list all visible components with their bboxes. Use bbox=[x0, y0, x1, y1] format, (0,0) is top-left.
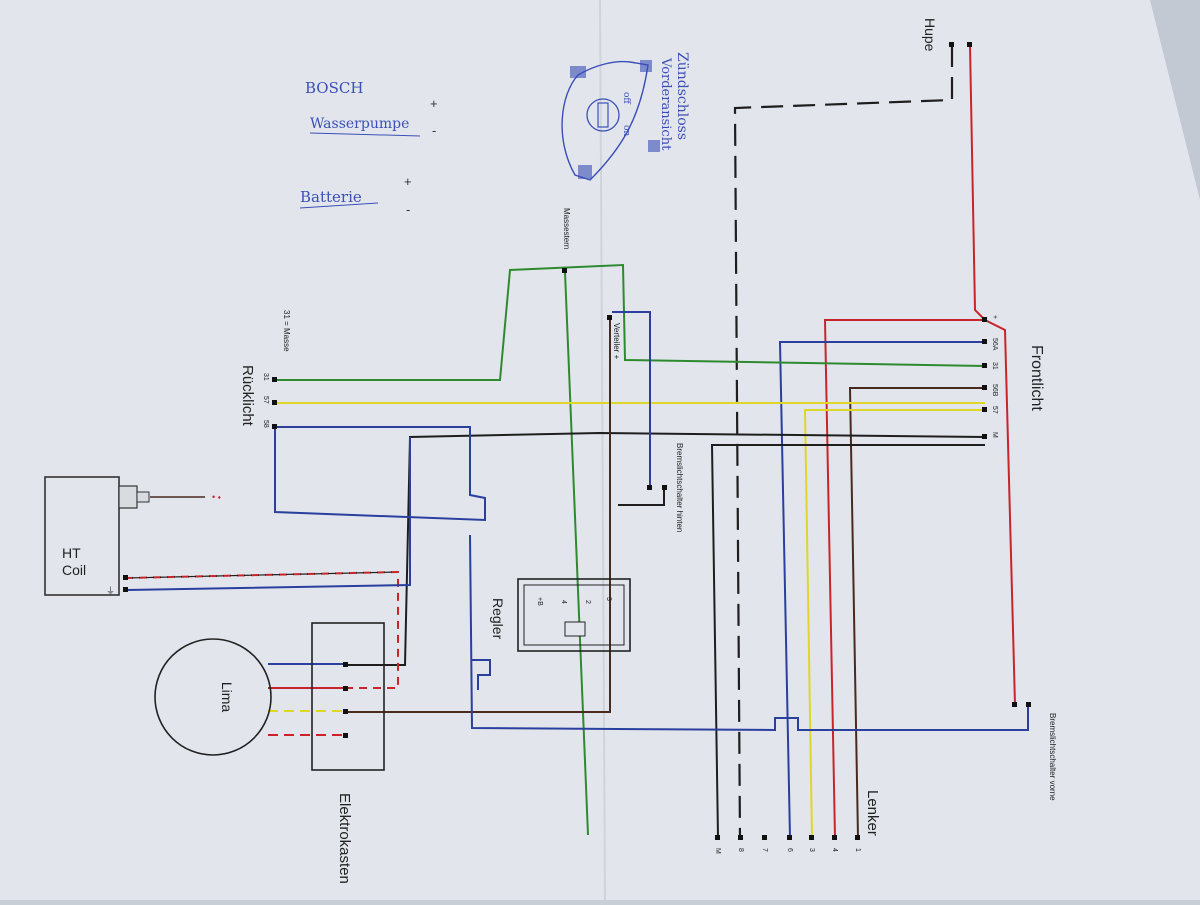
terminal-label-lenker: 1 bbox=[854, 848, 861, 852]
wire-verteiler bbox=[345, 318, 611, 713]
terminal-label-frontlicht: 56B bbox=[991, 384, 998, 397]
wire-m-black-lenker bbox=[710, 444, 985, 839]
terminal-label-lenker: 8 bbox=[737, 848, 744, 852]
regler-notch bbox=[564, 621, 586, 637]
wire-green-massestern bbox=[564, 271, 589, 836]
bremslicht-vorne-label: Bremslichtschalter vorne bbox=[1048, 713, 1057, 801]
terminal-label-frontlicht: 57 bbox=[991, 406, 998, 414]
wire-regler-blue bbox=[469, 534, 1029, 732]
wire-57-yellow-lenker bbox=[803, 409, 985, 839]
elektrokasten-label: Elektrokasten bbox=[336, 793, 353, 884]
terminal-label-ruecklicht: 57 bbox=[262, 396, 269, 404]
wire-bremslicht-hinten-b bbox=[618, 488, 665, 506]
terminal-label-lenker: 4 bbox=[831, 848, 838, 852]
wire-58-blue bbox=[274, 426, 486, 522]
batterie-minus: - bbox=[406, 202, 410, 217]
lima-label: Lima bbox=[219, 682, 235, 713]
wire-56b-brown bbox=[848, 387, 985, 839]
wire-bremslicht-hinten-a bbox=[612, 311, 651, 488]
elektrokasten-box bbox=[311, 622, 385, 771]
wire-red-lenker4 bbox=[823, 319, 985, 839]
terminal-label-ruecklicht: 58 bbox=[262, 420, 269, 428]
terminal-label-lenker: M bbox=[714, 848, 721, 854]
terminal-label-frontlicht: 31 bbox=[991, 362, 998, 370]
batterie-note: Batterie bbox=[300, 188, 362, 206]
ht-coil-box bbox=[44, 476, 120, 596]
terminal-label-regler: 3 bbox=[605, 597, 612, 601]
batterie-plus: + bbox=[404, 174, 412, 189]
terminal-label-lenker: 3 bbox=[808, 848, 815, 852]
terminal-label-regler: 2 bbox=[584, 600, 591, 604]
wasserpumpe-minus: - bbox=[432, 123, 436, 138]
paper-fold bbox=[599, 0, 606, 901]
masse-note: 31 = Masse bbox=[282, 310, 291, 352]
wire-31-green bbox=[275, 263, 986, 381]
wire-ht-red-black bbox=[124, 571, 399, 579]
terminal-label-frontlicht: + bbox=[991, 315, 998, 319]
massestern-label: Massestern bbox=[562, 208, 571, 249]
terminal-labels: +56A 31 56B 57M 31 57 58M 8 7 6 3 4 1 +B 4 2 3 bbox=[262, 315, 998, 854]
lima-generator bbox=[154, 638, 272, 756]
terminal-label-frontlicht: M bbox=[991, 432, 998, 438]
wire-56a-blue bbox=[778, 341, 985, 839]
ruecklicht-label: Rücklicht bbox=[239, 365, 256, 427]
zuendschloss-note: Zündschloss bbox=[674, 52, 690, 140]
batterie-underline bbox=[299, 202, 379, 209]
wire-regler-blue-b bbox=[472, 659, 491, 690]
vorderansicht-note: Vorderansicht bbox=[658, 57, 673, 151]
ht-coil-cap bbox=[136, 491, 150, 503]
wire-hupe-black bbox=[733, 45, 954, 841]
lenker-label: Lenker bbox=[864, 790, 881, 836]
ht-coil-plug bbox=[118, 485, 138, 509]
terminal-label-frontlicht: 56A bbox=[991, 338, 998, 351]
terminal-label-regler: +B bbox=[536, 597, 543, 606]
terminal-label-ruecklicht: 31 bbox=[262, 373, 269, 381]
wasserpumpe-plus: + bbox=[430, 96, 438, 111]
zuendschloss-off: off bbox=[621, 92, 631, 104]
verteiler-label: Verteiler + bbox=[612, 323, 621, 360]
ht-coil-ground-mark: ⏚ bbox=[106, 586, 115, 596]
regler-label: Regler bbox=[490, 598, 506, 640]
bosch-note: BOSCH bbox=[305, 79, 363, 97]
wire-ht-blue bbox=[124, 437, 411, 591]
terminal-label-regler: 4 bbox=[560, 600, 567, 604]
spark-arrow: • ⬩ bbox=[212, 492, 222, 502]
zuendschloss-sketch: off on bbox=[561, 60, 660, 181]
hupe-label: Hupe bbox=[922, 18, 938, 52]
terminal-label-lenker: 6 bbox=[786, 848, 793, 852]
regler-box bbox=[517, 578, 631, 652]
zuendschloss-on: on bbox=[621, 125, 631, 136]
terminal-label-lenker: 7 bbox=[761, 848, 768, 852]
wasserpumpe-note: Wasserpumpe bbox=[310, 116, 409, 132]
wasserpumpe-underline bbox=[309, 132, 421, 137]
frontlicht-label: Frontlicht bbox=[1028, 345, 1045, 411]
terminal-dots bbox=[123, 42, 1031, 840]
regler-inner bbox=[523, 584, 625, 646]
bremslicht-hinten-label: Bremslichtschalter hinten bbox=[675, 443, 684, 532]
